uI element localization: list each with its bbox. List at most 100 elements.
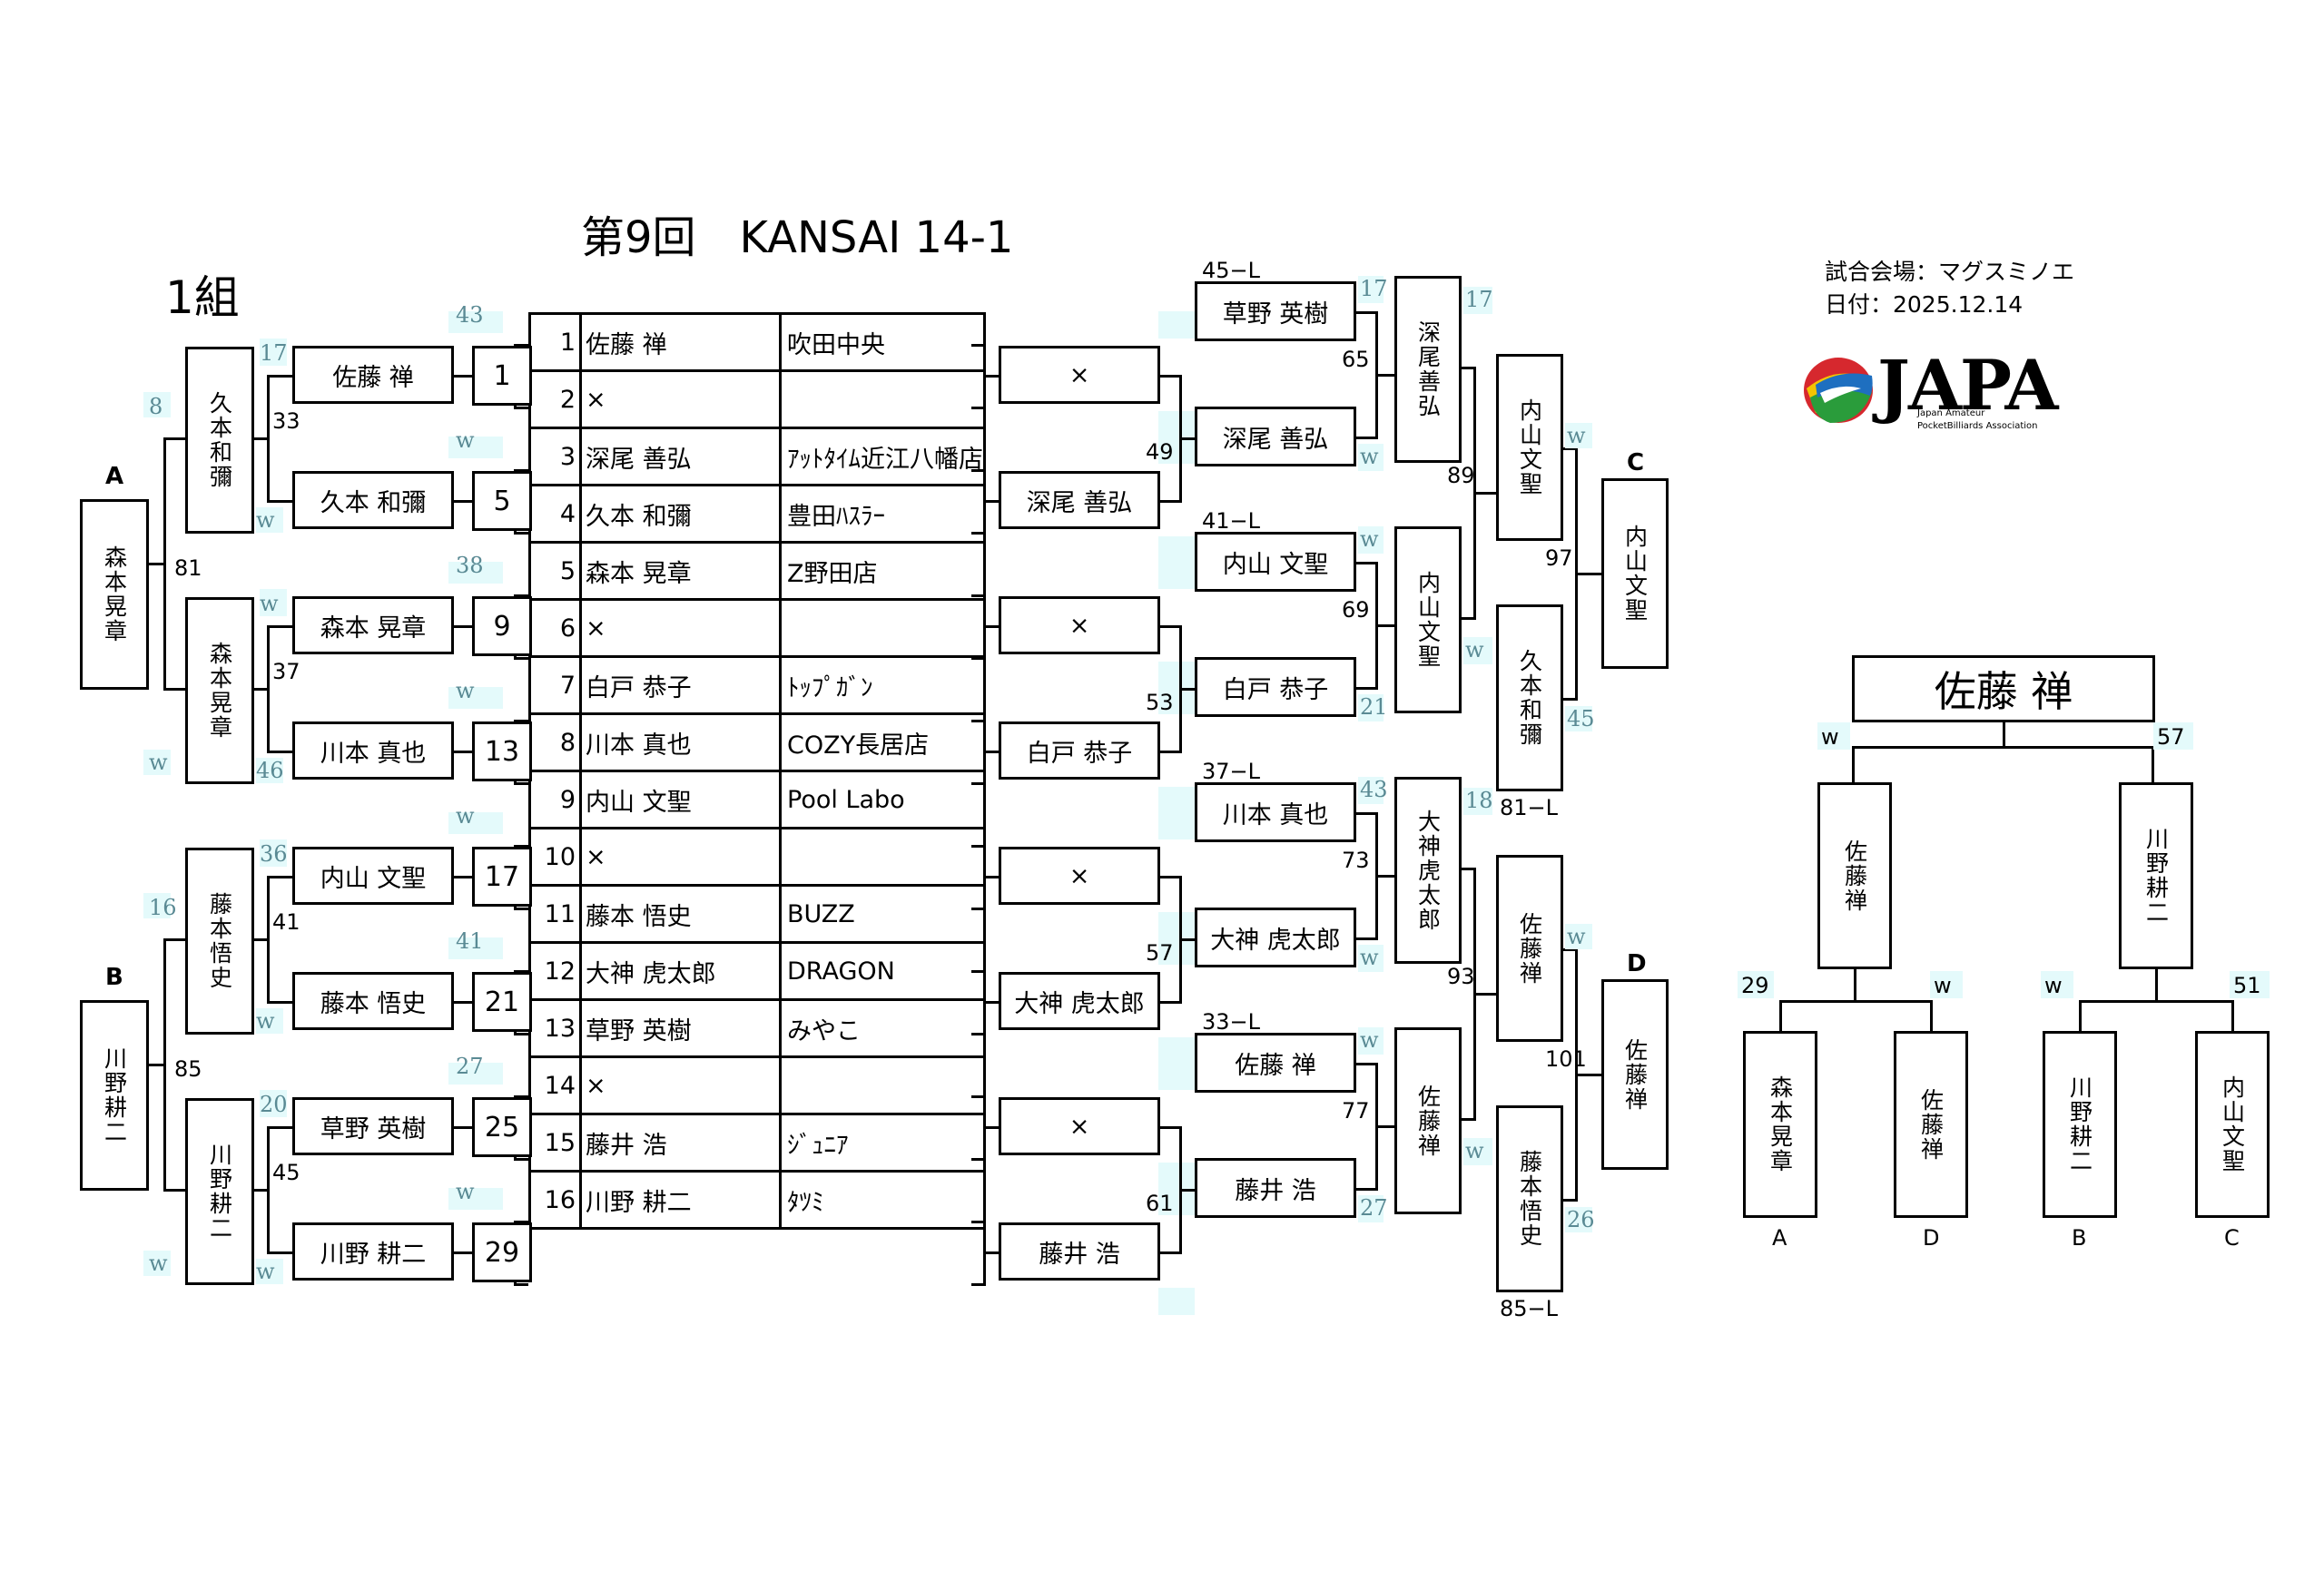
entry-club: ﾀﾂﾐ xyxy=(779,1170,986,1230)
entry-club xyxy=(779,1055,986,1115)
bracket-line xyxy=(267,500,292,503)
bracket-line xyxy=(149,1064,165,1066)
section-letter: A xyxy=(105,463,124,490)
score-label: 45 xyxy=(1567,706,1595,731)
loser-label: 41−L xyxy=(1202,508,1261,534)
score-highlight xyxy=(256,1008,283,1034)
bracket-line xyxy=(514,1094,528,1098)
bracket-line xyxy=(1462,1118,1476,1121)
bracket-line xyxy=(1476,492,1498,495)
bracket-line xyxy=(1356,812,1378,815)
match-id-label: 69 xyxy=(1342,597,1370,623)
round2-player-box-text: 森本晃章 xyxy=(206,642,233,740)
loser-label: 33−L xyxy=(1202,1009,1261,1035)
match-id-label: 73 xyxy=(1342,848,1370,873)
bracket-line xyxy=(983,719,986,785)
bracket-line xyxy=(1356,937,1378,940)
score-highlight xyxy=(1158,311,1195,339)
right-round3-box: 深尾善弘 xyxy=(1394,276,1462,463)
entry-club: ﾄｯﾌﾟｶﾞﾝ xyxy=(779,655,986,715)
bracket-line xyxy=(514,406,528,409)
score-label: w xyxy=(149,1251,168,1276)
loser-label: 45−L xyxy=(1202,258,1261,283)
bracket-line xyxy=(454,751,474,753)
date-label: 日付：2025.12.14 xyxy=(1825,291,2024,318)
bracket-line xyxy=(1462,367,1476,369)
score-highlight xyxy=(2041,971,2073,998)
entry-name: 森本 晃章 xyxy=(580,541,782,601)
score-highlight xyxy=(1158,1288,1195,1315)
bracket-line xyxy=(971,1220,986,1223)
right-round4-box-text: 藤本悟史 xyxy=(1516,1150,1543,1248)
entry-club: ｼﾞｭﾆｱ xyxy=(779,1113,986,1173)
score-label: 51 xyxy=(2233,973,2261,998)
entry-number: 16 xyxy=(528,1170,582,1230)
score-label: w xyxy=(1360,444,1379,469)
score-highlight xyxy=(1463,788,1492,815)
bracket-line xyxy=(1375,1063,1378,1191)
bracket-line xyxy=(514,343,528,347)
bracket-line xyxy=(1462,868,1476,870)
match-score-label: 41 xyxy=(456,928,484,954)
round1-player-box: 川本 真也 xyxy=(292,721,454,780)
match-id-label: 81 xyxy=(174,555,202,581)
bracket-line xyxy=(252,1189,269,1192)
match-id-label: 37 xyxy=(272,659,300,684)
bracket-line xyxy=(1563,698,1578,701)
match-id-label: 49 xyxy=(1146,439,1174,465)
entry-name: × xyxy=(580,1055,782,1115)
score-highlight xyxy=(2230,971,2270,998)
right-round4-box-text: 内山文聖 xyxy=(1516,398,1543,496)
round3-player-box-text: 森本晃章 xyxy=(101,545,128,643)
score-highlight xyxy=(1463,1138,1492,1165)
match-number-box: 29 xyxy=(472,1222,532,1282)
score-label: w xyxy=(256,1259,275,1284)
score-label: 57 xyxy=(2157,724,2185,750)
right-round3-box: 内山文聖 xyxy=(1394,526,1462,713)
right-round3-box: 大神虎太郎 xyxy=(1394,777,1462,964)
entry-number: 15 xyxy=(528,1113,582,1173)
score-highlight xyxy=(1358,276,1384,303)
entry-number: 14 xyxy=(528,1055,582,1115)
bracket-line xyxy=(1462,617,1476,620)
entry-club: ｱｯﾄﾀｲﾑ近江八幡店 xyxy=(779,427,986,486)
score-label: 17 xyxy=(260,340,288,366)
score-highlight xyxy=(260,589,287,616)
qf-letter: B xyxy=(2072,1225,2087,1251)
score-highlight xyxy=(448,937,503,959)
bracket-line xyxy=(514,1282,528,1286)
entry-name: 深尾 善弘 xyxy=(580,427,782,486)
bracket-line xyxy=(1473,868,1476,1121)
bracket-line xyxy=(1563,948,1578,951)
bracket-line xyxy=(1160,375,1182,378)
right-round5-box: 佐藤禅 xyxy=(1601,979,1669,1170)
score-highlight xyxy=(256,758,283,783)
bracket-line xyxy=(1356,1188,1378,1191)
bracket-line xyxy=(163,437,185,440)
score-highlight xyxy=(1565,706,1592,731)
bracket-line xyxy=(267,751,292,753)
score-highlight xyxy=(1565,1207,1592,1232)
round2-player-box: 久本和彌 xyxy=(185,347,254,534)
bracket-line xyxy=(971,969,986,973)
score-highlight xyxy=(1158,1037,1195,1065)
score-label: w xyxy=(1821,724,1839,750)
round3-player-box: 川野耕二 xyxy=(80,1000,149,1191)
bracket-line xyxy=(1182,938,1196,941)
round1-player-box: 森本 晃章 xyxy=(292,596,454,654)
score-highlight xyxy=(1565,924,1592,949)
qf-letter: D xyxy=(1923,1225,1940,1251)
bracket-line xyxy=(1779,1000,1782,1033)
bracket-line xyxy=(149,563,165,565)
bracket-line xyxy=(1182,1189,1196,1192)
score-highlight xyxy=(1158,1163,1195,1190)
right-round1-box: × xyxy=(999,847,1160,905)
entry-number: 3 xyxy=(528,427,582,486)
entry-name: × xyxy=(580,827,782,887)
quarterfinal-box-text: 内山文聖 xyxy=(2219,1075,2246,1173)
bracket-line xyxy=(454,876,474,878)
match-id-label: 89 xyxy=(1447,463,1475,488)
